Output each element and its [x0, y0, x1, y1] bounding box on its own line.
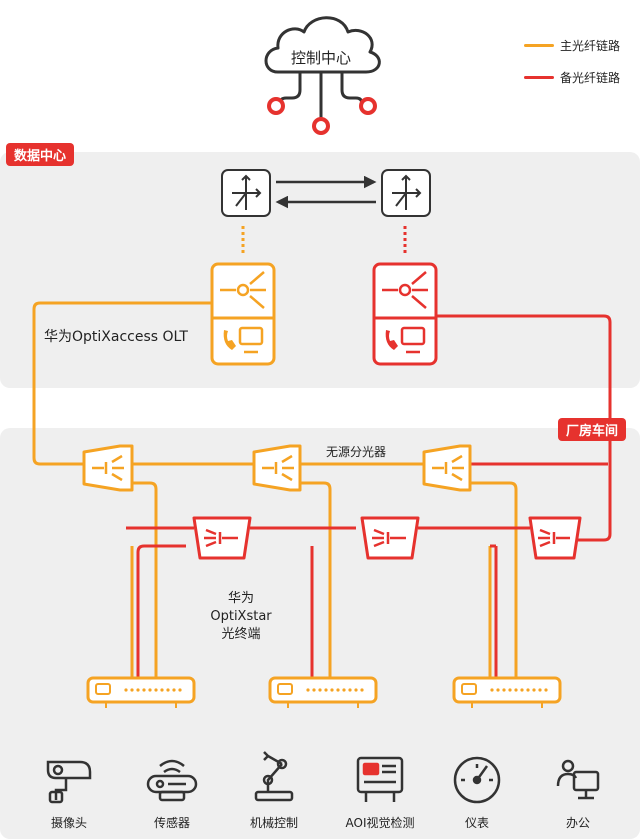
olt-label: 华为OptiXaccess OLT — [44, 329, 188, 345]
terminal-label-line3: 光终端 — [221, 627, 261, 642]
splitter-backup-2-icon — [360, 516, 420, 560]
device-label-gauge: 仪表 — [464, 816, 489, 830]
splitter-label: 无源分光器 — [326, 445, 387, 459]
ont-terminal-3-icon — [452, 676, 562, 708]
ont-terminal-1-icon — [86, 676, 196, 708]
office-icon — [556, 759, 600, 800]
core-switch-right-icon — [381, 169, 431, 217]
core-switch-left-icon — [221, 169, 271, 217]
gauge-icon — [453, 756, 501, 804]
splitter-backup-1-icon — [192, 516, 252, 560]
device-label-robot: 机械控制 — [249, 816, 298, 830]
cloud-label: 控制中心 — [290, 49, 351, 67]
sensor-icon — [146, 759, 198, 802]
splitter-primary-1-icon — [82, 444, 134, 492]
device-label-office: 办公 — [565, 816, 590, 830]
legend-primary-label: 主光纤链路 — [560, 39, 621, 53]
datacenter-tag: 数据中心 — [6, 143, 75, 166]
olt-primary-icon — [210, 262, 276, 366]
factory-tag: 厂房车间 — [558, 418, 627, 441]
splitter-primary-3-icon — [422, 444, 472, 492]
camera-icon — [46, 760, 92, 804]
device-label-sensor: 传感器 — [153, 816, 190, 830]
device-label-camera: 摄像头 — [50, 816, 87, 830]
splitter-primary-2-icon — [252, 444, 302, 492]
ont-terminal-2-icon — [268, 676, 378, 708]
cloud-icon — [264, 16, 381, 135]
datacenter-zone — [0, 152, 640, 388]
legend-primary-swatch — [524, 44, 554, 47]
legend-backup-swatch — [524, 76, 554, 79]
terminal-label-line2: OptiXstar — [210, 609, 272, 624]
terminal-label: 华为 OptiXstar 光终端 — [196, 590, 286, 644]
aoi-inspection-icon — [356, 756, 404, 802]
splitter-backup-3-icon — [528, 516, 582, 560]
factory-zone — [0, 428, 640, 839]
olt-backup-icon — [372, 262, 438, 366]
robot-arm-icon — [254, 751, 294, 802]
terminal-label-line1: 华为 — [227, 591, 254, 606]
device-label-aoi: AOI视觉检测 — [345, 816, 415, 830]
legend-backup-label: 备光纤链路 — [560, 71, 621, 85]
